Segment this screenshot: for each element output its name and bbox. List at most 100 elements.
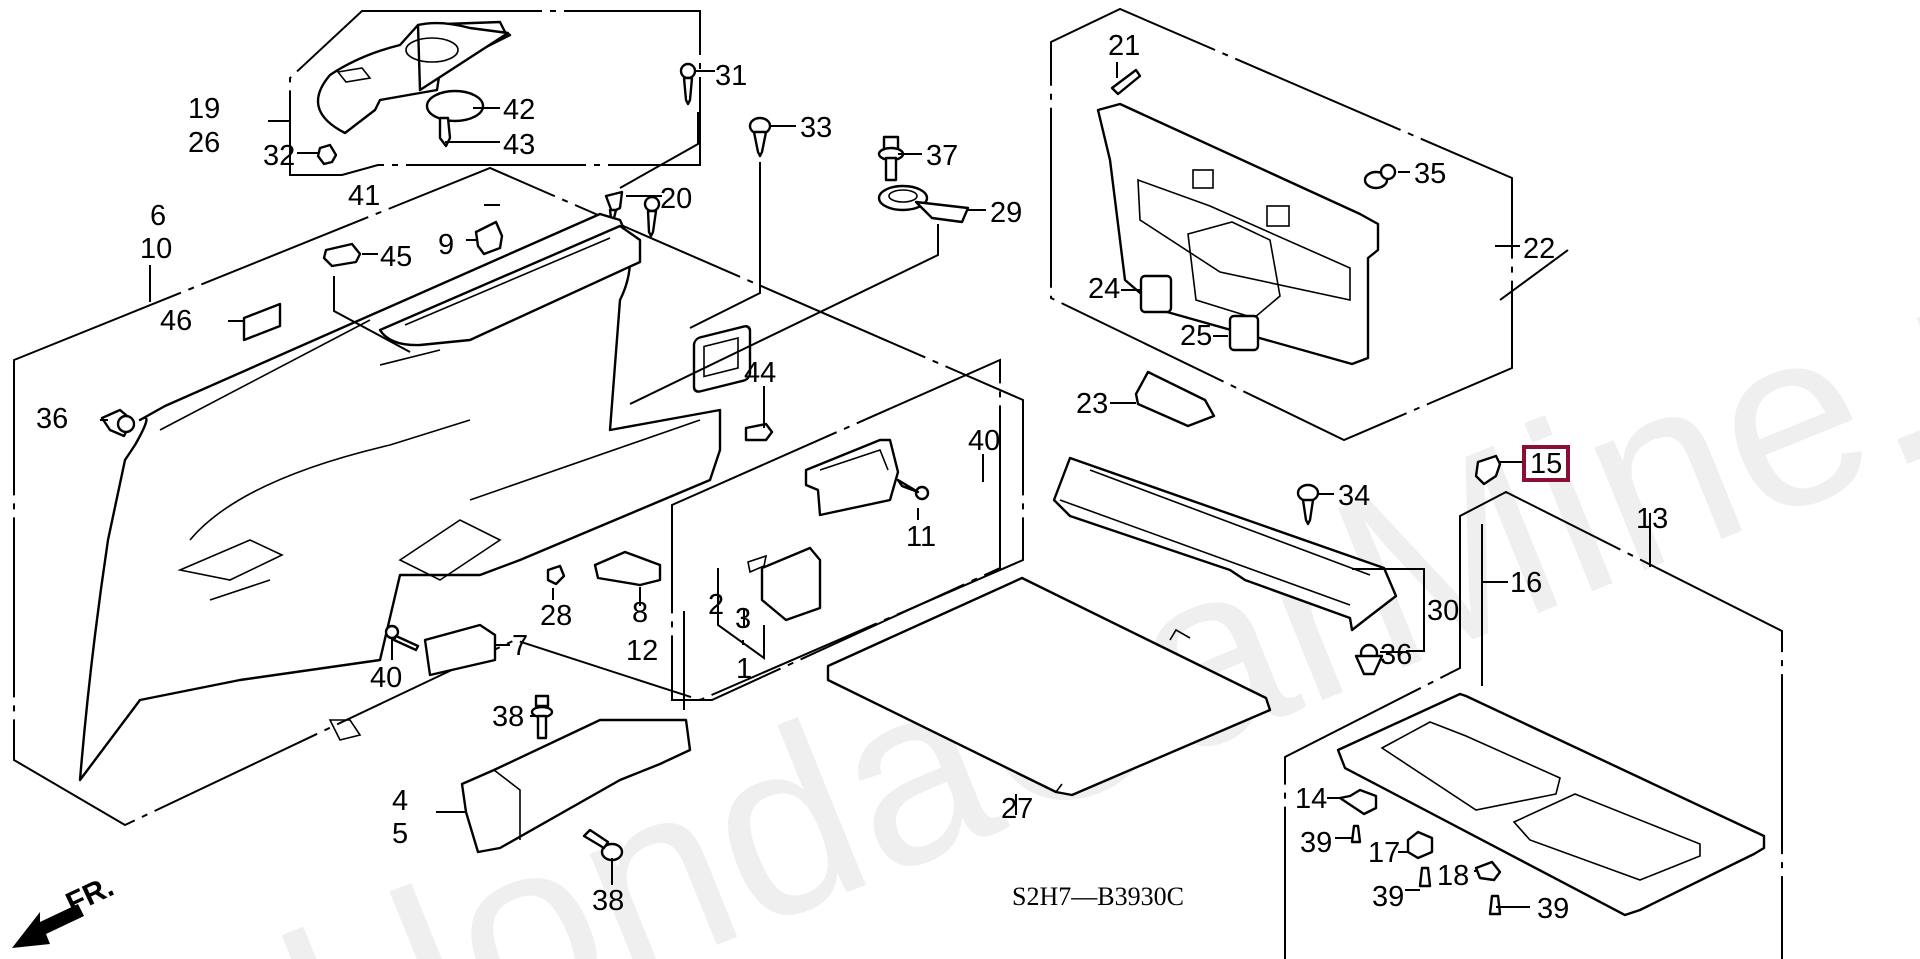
diagram-code: S2H7—B3930C [1012, 882, 1184, 911]
label-6[interactable]: 6 [150, 200, 166, 232]
frame-group-19-26 [289, 10, 701, 176]
label-7[interactable]: 7 [512, 630, 528, 662]
label-44[interactable]: 44 [744, 357, 776, 389]
part-25-cap[interactable] [1228, 314, 1260, 352]
label-11[interactable]: 11 [906, 521, 936, 553]
label-18[interactable]: 18 [1437, 860, 1469, 892]
part-30-sill-plate[interactable] [1052, 456, 1398, 632]
label-21[interactable]: 21 [1108, 30, 1140, 62]
part-44-pad[interactable] [744, 422, 774, 442]
label-36-right[interactable]: 36 [1380, 639, 1412, 671]
label-26[interactable]: 26 [188, 127, 220, 159]
part-27-tonneau-cover[interactable] [826, 576, 1272, 797]
part-13-package-tray[interactable] [1336, 692, 1766, 917]
label-45[interactable]: 45 [380, 241, 412, 273]
label-4[interactable]: 4 [392, 785, 408, 817]
part-14-bracket[interactable] [1338, 788, 1378, 816]
label-22[interactable]: 22 [1523, 233, 1555, 265]
part-17-clip[interactable] [1406, 830, 1434, 860]
frame-group-1-11 [671, 358, 1001, 701]
label-39-a[interactable]: 39 [1300, 827, 1332, 859]
label-39-b[interactable]: 39 [1372, 881, 1404, 913]
label-40-right[interactable]: 40 [968, 425, 1000, 457]
part-36-clip-left[interactable] [100, 408, 136, 438]
part-23-hook[interactable] [1134, 370, 1216, 428]
label-8[interactable]: 8 [632, 597, 648, 629]
label-1[interactable]: 1 [736, 653, 752, 685]
part-9-clip[interactable] [474, 220, 504, 256]
part-38-bolt-top[interactable] [530, 694, 554, 740]
label-42[interactable]: 42 [503, 94, 535, 126]
label-3[interactable]: 3 [735, 603, 751, 635]
part-24-cap[interactable] [1139, 274, 1173, 314]
part-31-screw[interactable] [679, 62, 697, 106]
part-18-clip[interactable] [1474, 860, 1502, 882]
part-28-clip[interactable] [546, 564, 566, 586]
label-33[interactable]: 33 [800, 112, 832, 144]
label-24[interactable]: 24 [1088, 273, 1120, 305]
part-41-screw[interactable] [643, 195, 661, 238]
frame-group-13 [1284, 490, 1783, 959]
label-37[interactable]: 37 [926, 140, 958, 172]
label-14[interactable]: 14 [1295, 783, 1327, 815]
part-11-pocket[interactable] [804, 438, 900, 517]
label-36-left[interactable]: 36 [36, 403, 68, 435]
leader-lines [100, 62, 1651, 908]
part-21-clip[interactable] [1110, 68, 1142, 96]
label-2[interactable]: 2 [708, 589, 724, 621]
part-7-block[interactable] [423, 623, 497, 677]
label-39-c[interactable]: 39 [1537, 893, 1569, 925]
label-40-left[interactable]: 40 [370, 662, 402, 694]
label-25[interactable]: 25 [1180, 320, 1212, 352]
part-speaker-cover[interactable] [316, 20, 512, 135]
label-43[interactable]: 43 [503, 129, 535, 161]
label-15[interactable]: 15 [1530, 448, 1562, 480]
part-45-pad[interactable] [322, 242, 362, 268]
label-27[interactable]: 27 [1001, 793, 1033, 825]
part-labels: 19 26 32 42 43 31 33 37 29 6 10 41 9 20 … [36, 30, 1668, 925]
label-17[interactable]: 17 [1368, 837, 1400, 869]
label-10[interactable]: 10 [140, 233, 172, 265]
label-5[interactable]: 5 [392, 818, 408, 850]
part-15-clip[interactable] [1474, 454, 1502, 486]
label-16[interactable]: 16 [1510, 567, 1542, 599]
part-29-tie-down-hook[interactable] [877, 184, 970, 224]
label-30[interactable]: 30 [1427, 595, 1459, 627]
label-29[interactable]: 29 [990, 197, 1022, 229]
label-41[interactable]: 41 [348, 180, 380, 212]
label-31[interactable]: 31 [715, 60, 747, 92]
label-28[interactable]: 28 [540, 600, 572, 632]
label-38-bottom[interactable]: 38 [592, 885, 624, 917]
part-39-screw-b[interactable] [1418, 866, 1432, 888]
highlighted-part-15[interactable]: 15 [1522, 445, 1570, 482]
part-46-label[interactable] [242, 302, 282, 342]
label-35[interactable]: 35 [1414, 158, 1446, 190]
label-13[interactable]: 13 [1636, 503, 1668, 535]
label-9[interactable]: 9 [438, 229, 454, 261]
label-12[interactable]: 12 [626, 635, 658, 667]
part-upper-rail[interactable] [378, 224, 642, 347]
label-34[interactable]: 34 [1338, 480, 1370, 512]
part-40-screw-left[interactable] [384, 624, 420, 652]
part-40-screw-right[interactable] [896, 478, 930, 501]
part-39-screw-a[interactable] [1350, 824, 1362, 844]
part-36-clip-right[interactable] [1354, 643, 1384, 676]
part-39-screw-c[interactable] [1488, 894, 1502, 916]
label-19[interactable]: 19 [188, 93, 220, 125]
label-23[interactable]: 23 [1076, 388, 1108, 420]
part-42-gasket[interactable] [425, 89, 485, 123]
label-32[interactable]: 32 [263, 140, 295, 172]
part-33-clip[interactable] [748, 116, 772, 158]
label-38-top[interactable]: 38 [492, 701, 524, 733]
part-37-bolt[interactable] [877, 135, 905, 182]
part-6-10-side-trim[interactable] [78, 212, 722, 782]
front-direction-indicator: FR. [12, 870, 119, 948]
label-46[interactable]: 46 [160, 305, 192, 337]
part-4-5-bracket[interactable] [460, 718, 692, 854]
part-3-switch[interactable] [747, 546, 822, 622]
part-8-pad[interactable] [593, 550, 662, 587]
part-35-clip[interactable] [1363, 163, 1397, 190]
label-20[interactable]: 20 [660, 183, 692, 215]
part-32-clip[interactable] [316, 143, 338, 166]
